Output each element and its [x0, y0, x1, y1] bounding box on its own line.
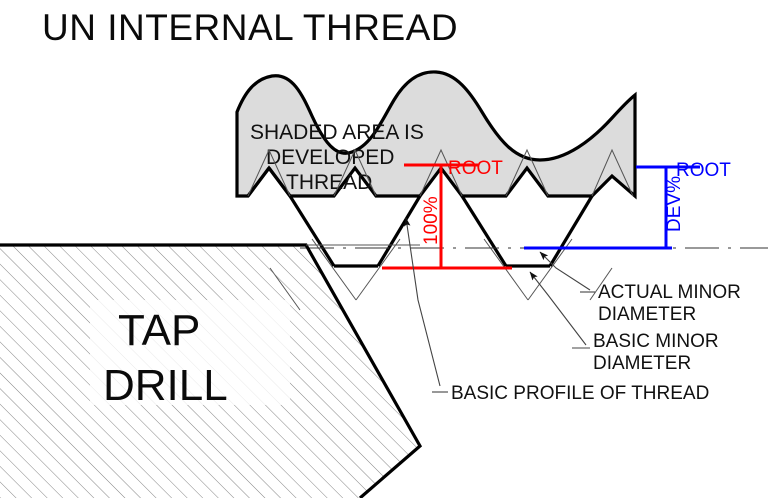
svg-text:THREAD: THREAD — [286, 171, 372, 194]
developed-thread-shape — [235, 70, 637, 200]
thread-flanks — [246, 148, 634, 268]
root-label-red: ROOT — [448, 158, 503, 179]
svg-text:DIAMETER: DIAMETER — [598, 304, 696, 325]
root-label-blue: ROOT — [676, 160, 731, 181]
shaded-area-note: SHADED AREA IS DEVELOPED THREAD — [250, 121, 424, 194]
callout-basic-profile-of-thread: BASIC PROFILE OF THREAD — [432, 383, 709, 404]
svg-text:ACTUAL MINOR: ACTUAL MINOR — [598, 282, 741, 303]
tap-label: TAP — [118, 306, 200, 355]
tap-drill-region: TAP DRILL — [0, 243, 423, 498]
svg-text:BASIC PROFILE OF THREAD: BASIC PROFILE OF THREAD — [451, 383, 709, 404]
svg-text:BASIC MINOR: BASIC MINOR — [593, 331, 719, 352]
dev-label-blue: DEV% — [664, 176, 685, 232]
callout-actual-minor-diameter: ACTUAL MINOR DIAMETER — [580, 282, 741, 325]
percent-label-red: 100% — [421, 196, 442, 245]
blue-dev-percent-dimension: ROOT DEV% — [524, 160, 731, 250]
svg-text:SHADED AREA IS: SHADED AREA IS — [250, 121, 424, 144]
callout-basic-minor-diameter: BASIC MINOR DIAMETER — [572, 331, 719, 374]
drill-label: DRILL — [103, 361, 228, 410]
svg-text:DIAMETER: DIAMETER — [593, 353, 691, 374]
red-100-percent-dimension: ROOT 100% — [382, 158, 512, 270]
callout-arrows — [403, 217, 591, 387]
svg-text:DEVELOPED: DEVELOPED — [266, 146, 394, 169]
page-title: UN INTERNAL THREAD — [42, 7, 458, 48]
